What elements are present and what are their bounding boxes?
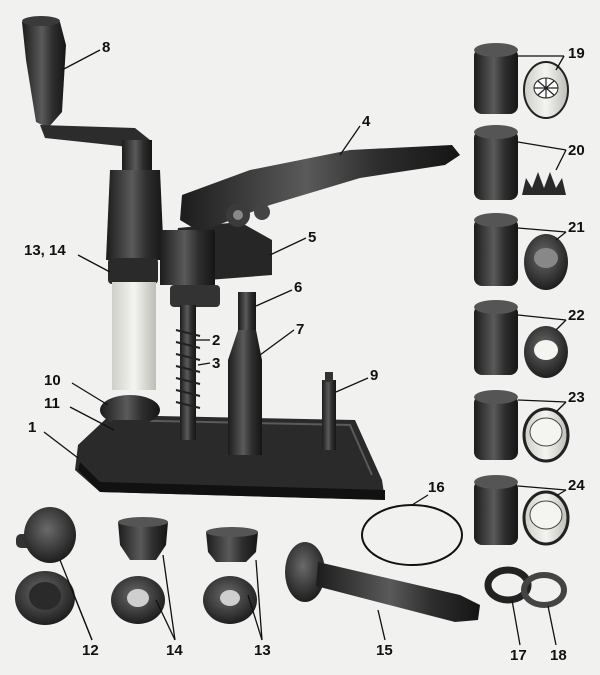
label-8: 8 bbox=[102, 39, 110, 56]
label-24: 24 bbox=[568, 477, 585, 494]
spring-rod bbox=[175, 305, 201, 440]
label-19: 19 bbox=[568, 45, 585, 62]
label-4: 4 bbox=[362, 113, 371, 130]
label-9: 9 bbox=[370, 367, 378, 384]
part-19 bbox=[474, 43, 569, 119]
part-21 bbox=[474, 213, 568, 290]
label-6: 6 bbox=[294, 279, 302, 296]
label-5: 5 bbox=[308, 229, 316, 246]
o-ring bbox=[361, 504, 463, 566]
die-12 bbox=[15, 507, 76, 625]
label-7: 7 bbox=[296, 321, 304, 338]
label-22: 22 bbox=[568, 307, 585, 324]
part-labels: 1 2 3 4 5 6 7 8 9 10 11 12 13 13, 14 14 … bbox=[24, 39, 585, 664]
label-2: 2 bbox=[212, 332, 220, 349]
label-12: 12 bbox=[82, 642, 99, 659]
part-23 bbox=[474, 390, 570, 463]
leader-lines bbox=[43, 49, 567, 646]
part-22 bbox=[474, 300, 568, 378]
label-15: 15 bbox=[376, 642, 393, 659]
part-20 bbox=[474, 125, 566, 200]
press-column bbox=[100, 140, 164, 442]
label-17: 17 bbox=[510, 647, 527, 664]
label-14: 14 bbox=[166, 642, 183, 659]
tamping-tool bbox=[285, 542, 480, 622]
part-24 bbox=[474, 475, 570, 546]
label-3: 3 bbox=[212, 355, 220, 372]
press-head bbox=[160, 222, 272, 307]
label-16: 16 bbox=[428, 479, 445, 496]
label-1: 1 bbox=[28, 419, 36, 436]
label-13: 13 bbox=[254, 642, 271, 659]
die-14 bbox=[111, 517, 168, 624]
crank-handle bbox=[22, 16, 150, 150]
lever-arm bbox=[180, 145, 460, 232]
label-23: 23 bbox=[568, 389, 585, 406]
label-21: 21 bbox=[568, 219, 585, 236]
label-13-14: 13, 14 bbox=[24, 242, 66, 259]
rings-17-18 bbox=[484, 566, 567, 608]
die-13 bbox=[203, 527, 258, 624]
label-11: 11 bbox=[44, 395, 60, 412]
label-18: 18 bbox=[550, 647, 567, 664]
label-10: 10 bbox=[44, 372, 61, 389]
label-20: 20 bbox=[568, 142, 585, 159]
guide-post bbox=[322, 372, 336, 450]
bottle-shape bbox=[228, 292, 262, 455]
